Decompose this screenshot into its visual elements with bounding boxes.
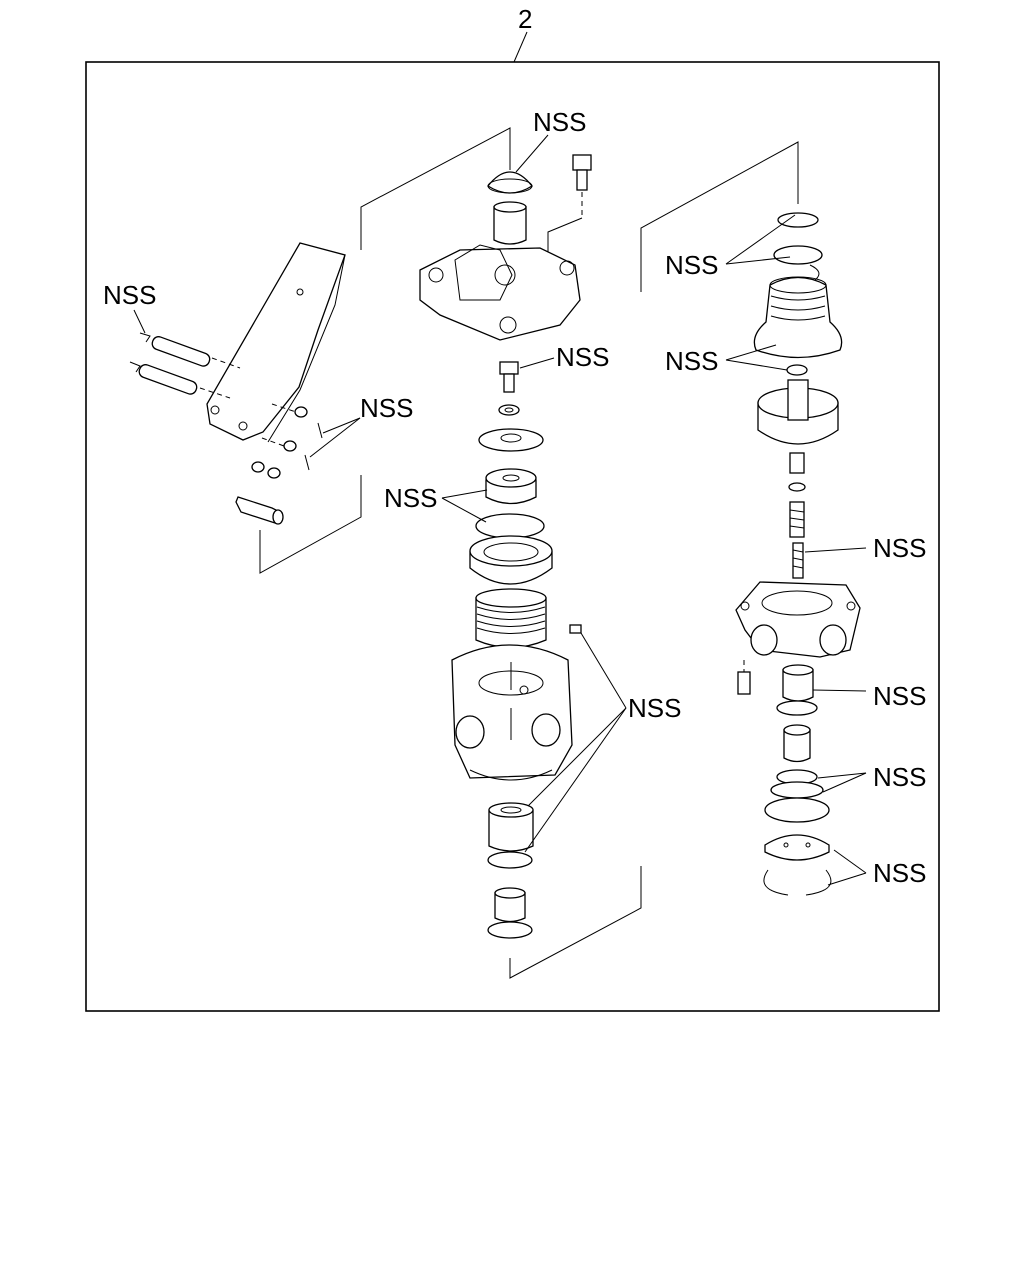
right-top-seal — [773, 245, 823, 265]
right-lower-spring — [783, 724, 811, 763]
right-piston — [757, 379, 839, 445]
right-small-seal — [786, 364, 808, 376]
lower-o-ring — [487, 851, 533, 869]
right-o-ring — [776, 700, 818, 716]
plunger — [493, 201, 527, 245]
callout-label: NSS — [103, 280, 156, 310]
right-bottom-cap — [764, 834, 830, 861]
right-inner-bolt — [789, 452, 805, 474]
right-small-spring — [789, 501, 805, 538]
pivot-pins — [129, 332, 241, 399]
diagram-frame — [85, 61, 940, 1012]
reference-leader — [513, 31, 528, 63]
top-screw — [547, 154, 592, 260]
callout-label: NSS — [873, 762, 926, 792]
bracket-top-center — [360, 127, 511, 250]
rubber-spring — [485, 468, 537, 505]
pedal-roller — [235, 461, 284, 525]
lower-washer — [487, 921, 533, 939]
pedal-washers — [261, 403, 323, 471]
right-disc — [764, 797, 830, 823]
piston — [469, 535, 553, 585]
inlet-sleeve — [488, 802, 534, 852]
callout-label: NSS — [873, 533, 926, 563]
right-top-cap — [777, 212, 819, 228]
return-spring — [475, 588, 547, 649]
right-side-fitting — [737, 660, 751, 695]
center-bolt — [499, 361, 519, 393]
pedal-bracket-housing — [419, 244, 581, 341]
callout-label: NSS — [384, 483, 437, 513]
right-small-washer — [788, 482, 806, 492]
callout-label: NSS — [665, 250, 718, 280]
lower-spring — [494, 887, 526, 923]
bracket-bottom-center — [509, 866, 642, 979]
valve-body — [451, 644, 573, 781]
callout-label: NSS — [873, 681, 926, 711]
right-ring-2 — [770, 781, 824, 799]
bracket-top-right — [640, 141, 799, 292]
bracket-left — [259, 475, 362, 574]
callout-label: NSS — [533, 107, 586, 137]
callout-label: NSS — [556, 342, 609, 372]
callout-label: NSS — [665, 346, 718, 376]
reference-number: 2 — [518, 4, 532, 34]
top-dust-cap — [487, 171, 533, 194]
callout-leaders — [133, 134, 867, 886]
key — [569, 624, 582, 634]
callout-label: NSS — [873, 858, 926, 888]
center-washer — [498, 404, 520, 416]
seal-ring — [475, 513, 545, 539]
right-valve-body — [735, 581, 861, 658]
right-sleeve — [782, 664, 814, 702]
right-valve-stem — [792, 542, 804, 579]
right-rubber-boot — [753, 276, 843, 359]
spring-seat — [478, 428, 544, 452]
callout-label: NSS — [628, 693, 681, 723]
right-snap-ring — [763, 869, 832, 896]
callout-label: NSS — [360, 393, 413, 423]
pedal-arm — [206, 242, 346, 443]
